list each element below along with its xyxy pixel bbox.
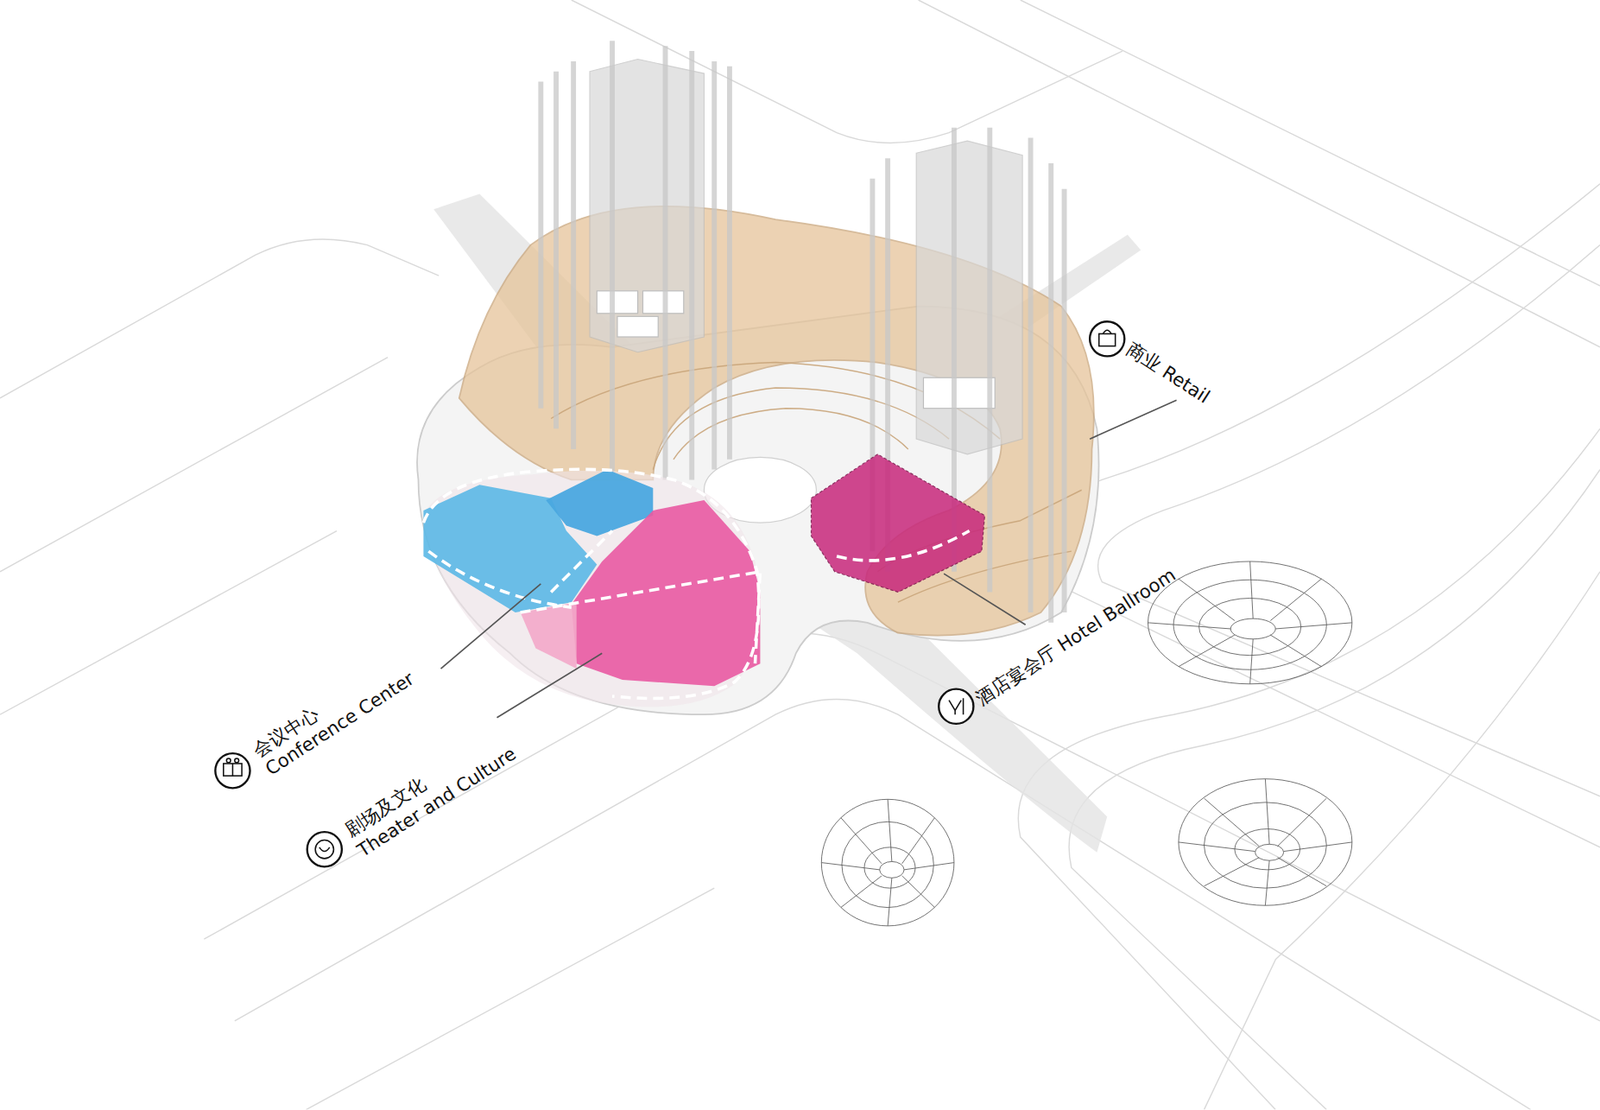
function-icons bbox=[215, 321, 1125, 867]
leader-lines bbox=[441, 399, 1177, 718]
callout-label: 商业 Retail bbox=[1123, 338, 1215, 407]
ballroom-zone bbox=[810, 454, 985, 593]
dashed-outline bbox=[836, 531, 970, 561]
icon-glyphs bbox=[223, 329, 1116, 859]
dashed-divider bbox=[550, 531, 613, 593]
towers bbox=[589, 59, 1023, 455]
theater-zone bbox=[571, 499, 761, 686]
dashed-outline bbox=[428, 550, 760, 664]
landscape-mounds bbox=[821, 561, 1353, 926]
tower-cores bbox=[596, 290, 995, 409]
dashed-outline bbox=[423, 468, 759, 698]
conference-zone-upper bbox=[545, 469, 653, 537]
